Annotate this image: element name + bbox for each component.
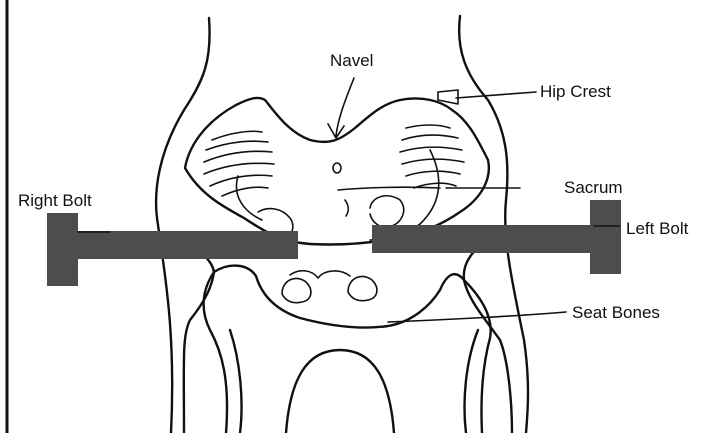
obturator-left (282, 278, 311, 302)
sacrum-label: Sacrum (564, 178, 623, 197)
navel-dot (333, 163, 341, 173)
right-thigh-inner (465, 330, 479, 433)
leg-gap-arch (286, 350, 394, 433)
torso-right-outline (459, 16, 528, 433)
sacrum-outline (338, 187, 440, 227)
lower-pelvis-right (464, 238, 512, 433)
right-iliac-hatching (400, 125, 464, 188)
left-iliac-hatching (204, 131, 274, 196)
left-thigh-inner (230, 330, 242, 433)
seat-bones-label: Seat Bones (572, 303, 660, 322)
right-femur-head (464, 280, 491, 433)
right-bolt-label: Right Bolt (18, 191, 92, 210)
left-bolt-label: Left Bolt (626, 219, 689, 238)
navel-label: Navel (330, 51, 373, 70)
left-bolt-head (590, 200, 621, 274)
hip-crest-label: Hip Crest (540, 82, 611, 101)
obturator-right (348, 276, 377, 300)
navel-arrow (328, 78, 354, 138)
lower-pelvis-left (180, 240, 214, 433)
right-bolt-shaft (76, 231, 298, 259)
pelvic-floor-outline (214, 266, 464, 328)
left-bolt-shaft (372, 225, 594, 253)
hip-crest-arrow (438, 90, 536, 104)
pubic-arch (290, 271, 350, 278)
right-bolt-head (47, 213, 78, 286)
left-inner-curve (236, 176, 262, 220)
